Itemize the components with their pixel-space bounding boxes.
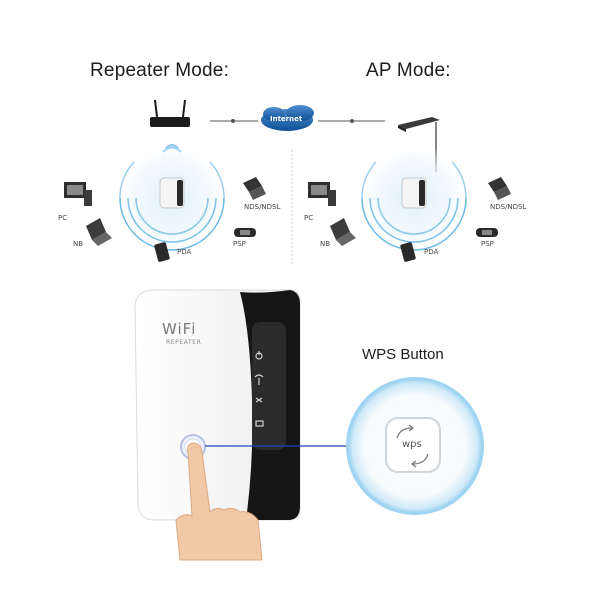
pda-icon-ap xyxy=(400,242,416,262)
product-illustration xyxy=(134,289,484,561)
internet-cloud-icon xyxy=(261,105,314,131)
psp-label: PSP xyxy=(233,240,246,248)
pda-icon xyxy=(154,242,170,262)
model-label: REPEATER xyxy=(166,339,202,346)
psp-icon xyxy=(234,228,256,237)
notebook-icon xyxy=(86,218,112,246)
pc-label: PC xyxy=(58,214,68,222)
internet-label: Internet xyxy=(270,115,303,123)
router-icon xyxy=(150,99,190,127)
wps-button-text: wps xyxy=(402,439,422,450)
repeater-mode-title: Repeater Mode: xyxy=(90,60,230,81)
nds-icon xyxy=(243,177,266,200)
brand-label: WiFi xyxy=(162,320,197,338)
repeater-signal-rings xyxy=(119,161,225,251)
finger-icon xyxy=(175,442,263,561)
pc-label-ap: PC xyxy=(304,214,314,222)
lan-icon xyxy=(255,397,263,403)
pda-label: PDA xyxy=(177,248,192,256)
ap-repeater-device-icon xyxy=(401,177,427,209)
network-diagram xyxy=(64,99,511,265)
ap-mode-title: AP Mode: xyxy=(366,60,451,81)
repeater-device-icon xyxy=(159,177,185,209)
repeater-device xyxy=(134,289,301,521)
nb-label-ap: NB xyxy=(320,240,331,248)
wps-status-icon xyxy=(255,420,264,427)
nb-label: NB xyxy=(73,240,84,248)
psp-icon-ap xyxy=(476,228,498,237)
power-icon xyxy=(255,351,263,360)
ap-signal-rings xyxy=(361,161,467,251)
wps-callout xyxy=(346,377,484,515)
wireless-icon xyxy=(254,374,264,385)
pc-icon-ap xyxy=(308,182,336,206)
nds-label: NDS/NDSL xyxy=(244,203,281,211)
pda-label-ap: PDA xyxy=(424,248,439,256)
wps-arrows-icon xyxy=(396,424,429,468)
wps-button-title: WPS Button xyxy=(362,346,444,363)
psp-label-ap: PSP xyxy=(481,240,494,248)
nds-icon-ap xyxy=(488,177,511,200)
notebook-icon-ap xyxy=(330,218,356,246)
pc-icon xyxy=(64,182,92,206)
nds-label-ap: NDS/NDSL xyxy=(490,203,527,211)
